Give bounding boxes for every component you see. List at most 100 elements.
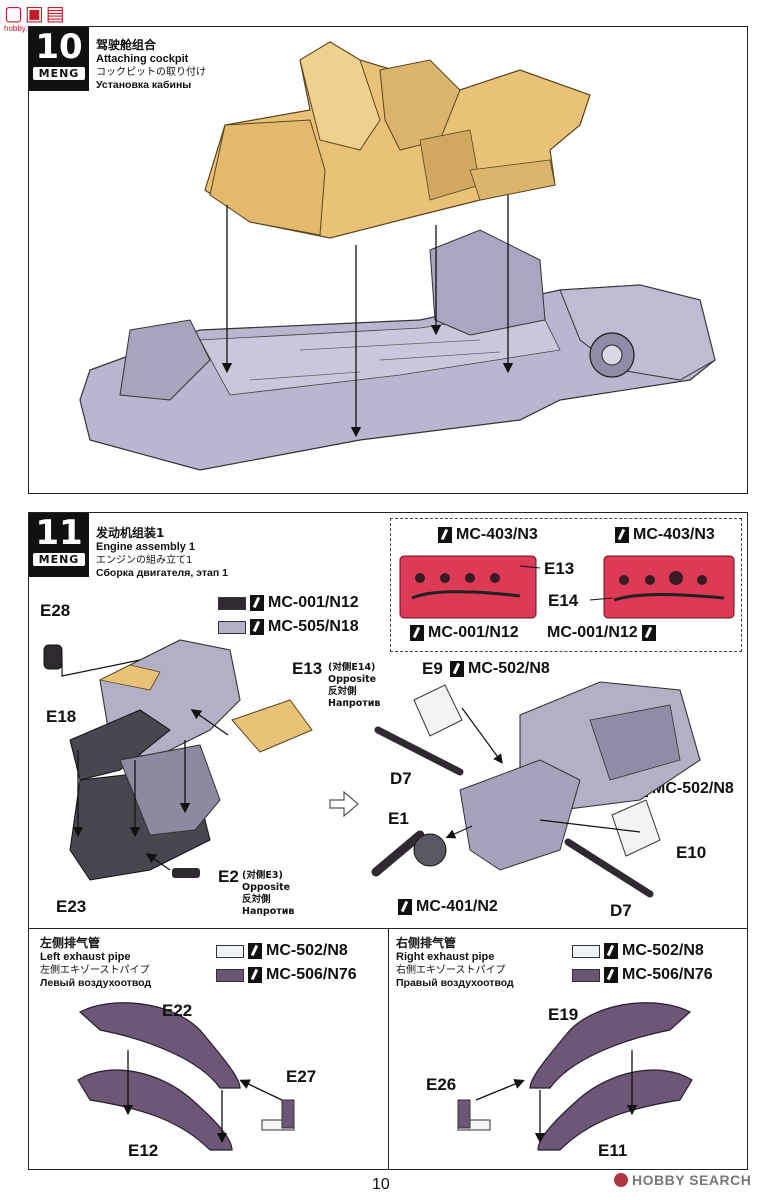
right-exhaust-title-ru: Правый воздухоотвод bbox=[396, 977, 514, 989]
hobby-search-logo-icon bbox=[614, 1173, 628, 1187]
brush-icon bbox=[450, 661, 464, 677]
paint-swatch bbox=[216, 968, 244, 982]
paint-swatch bbox=[216, 944, 244, 958]
part-label-e11: E11 bbox=[598, 1141, 628, 1160]
paint-code: MC-502/N8 bbox=[622, 942, 704, 959]
step11-brand: MENG bbox=[33, 553, 85, 566]
brush-icon bbox=[438, 527, 452, 543]
part-label-e18: E18 bbox=[46, 707, 77, 726]
part-label-e9: E9 bbox=[422, 659, 443, 678]
page-number: 10 bbox=[372, 1176, 390, 1193]
right-exhaust-paint-2: MC-506/N76 bbox=[572, 966, 713, 984]
step10-title-ru: Установка кабины bbox=[96, 79, 192, 91]
inset-left-bottom-paint: MC-001/N12 bbox=[410, 624, 519, 642]
left-exhaust-paint-1: MC-502/N8 bbox=[216, 942, 348, 960]
brush-icon bbox=[250, 595, 264, 611]
paint-legend-1: MC-001/N12 bbox=[218, 594, 359, 612]
step11-title-en: Engine assembly 1 bbox=[96, 541, 196, 553]
hobby-search-text: HOBBY SEARCH bbox=[632, 1172, 752, 1188]
paint-swatch bbox=[218, 596, 246, 610]
part-label-e23: E23 bbox=[56, 897, 87, 916]
part-label-e13-inset: E13 bbox=[544, 559, 575, 578]
brush-icon bbox=[604, 967, 618, 983]
left-exhaust-title-cn: 左侧排气管 bbox=[40, 936, 101, 950]
part-label-e19: E19 bbox=[548, 1005, 579, 1024]
part-label-e2: E2 bbox=[218, 867, 239, 886]
paint-code: MC-502/N8 bbox=[652, 780, 734, 797]
left-exhaust-title-ru: Левый воздухоотвод bbox=[40, 977, 152, 989]
part-label-e1: E1 bbox=[388, 809, 409, 828]
brush-icon bbox=[248, 943, 262, 959]
brush-icon bbox=[641, 625, 656, 641]
part-label-e12: E12 bbox=[128, 1141, 159, 1160]
brush-icon bbox=[410, 625, 424, 641]
right-exhaust-title-jp: 右側エキゾーストパイプ bbox=[396, 965, 506, 976]
paint-code: MC-506/N76 bbox=[622, 966, 713, 983]
paint-code: MC-403/N3 bbox=[633, 526, 715, 543]
left-exhaust-title: 左侧排气管 Left exhaust pipe 左側エキゾーストパイプ Левы… bbox=[40, 936, 151, 990]
paint-code: MC-001/N12 bbox=[547, 624, 638, 641]
paint-swatch bbox=[572, 968, 600, 982]
step10-panel bbox=[28, 26, 748, 494]
step10-number: 10 bbox=[35, 27, 83, 67]
step11-number: 11 bbox=[35, 513, 83, 553]
e13-note-ru: Напротив bbox=[328, 698, 381, 709]
right-exhaust-title-en: Right exhaust pipe bbox=[396, 951, 495, 963]
brush-icon bbox=[615, 527, 629, 543]
part-label-e22: E22 bbox=[162, 1001, 193, 1020]
e2-note-jp: 反対側 bbox=[242, 894, 271, 905]
left-exhaust-title-jp: 左側エキゾーストパイプ bbox=[40, 965, 150, 976]
step10-brand: MENG bbox=[33, 67, 85, 80]
brush-icon bbox=[604, 943, 618, 959]
part-label-e28: E28 bbox=[40, 601, 71, 620]
e13-note-cn: (对侧E14) bbox=[328, 662, 376, 673]
part-label-d7-left: D7 bbox=[390, 769, 412, 788]
step10-title-en: Attaching cockpit bbox=[96, 53, 189, 65]
paint-code: MC-001/N12 bbox=[428, 624, 519, 641]
e1-paint: MC-401/N2 bbox=[398, 898, 498, 916]
step11-title: 发动机组装1 Engine assembly 1 エンジンの組み立て1 Сбор… bbox=[96, 526, 228, 580]
paint-code: MC-502/N8 bbox=[468, 660, 550, 677]
exhaust-divider-v bbox=[388, 928, 389, 1170]
e2-note-ru: Напротив bbox=[242, 906, 295, 917]
e13-note-jp: 反対側 bbox=[328, 686, 357, 697]
e2-note: (对侧E3) Opposite 反対側 Напротив bbox=[242, 870, 294, 918]
part-label-e10: E10 bbox=[676, 843, 707, 862]
part-label-e26: E26 bbox=[426, 1075, 457, 1094]
brush-icon bbox=[250, 619, 264, 635]
step10-title-cn: 驾驶舱组合 bbox=[96, 38, 157, 52]
inset-box bbox=[390, 518, 742, 652]
paint-code: MC-401/N2 bbox=[416, 898, 498, 915]
part-label-e27: E27 bbox=[286, 1067, 317, 1086]
step11-title-ru: Сборка двигателя, этап 1 bbox=[96, 567, 228, 579]
paint-swatch bbox=[572, 944, 600, 958]
brush-icon bbox=[398, 899, 412, 915]
paint-code: MC-001/N12 bbox=[268, 594, 359, 611]
left-exhaust-paint-2: MC-506/N76 bbox=[216, 966, 357, 984]
e13-note: (对侧E14) Opposite 反対側 Напротив bbox=[328, 662, 380, 710]
part-label-d7-right: D7 bbox=[610, 901, 632, 920]
e2-note-en: Opposite bbox=[242, 882, 291, 893]
right-exhaust-title-cn: 右侧排气管 bbox=[396, 936, 457, 950]
step11-title-jp: エンジンの組み立て1 bbox=[96, 555, 193, 566]
paint-code: MC-506/N76 bbox=[266, 966, 357, 983]
e9-paint: MC-502/N8 bbox=[450, 660, 550, 678]
e13-note-en: Opposite bbox=[328, 674, 377, 685]
part-label-e14-inset: E14 bbox=[548, 591, 579, 610]
inset-left-top-paint: MC-403/N3 bbox=[438, 526, 538, 544]
step10-title-jp: コックピットの取り付け bbox=[96, 67, 206, 78]
step10-title: 驾驶舱组合 Attaching cockpit コックピットの取り付け Уста… bbox=[96, 38, 206, 92]
part-label-e13: E13 bbox=[292, 659, 323, 678]
step11-title-cn: 发动机组装1 bbox=[96, 526, 165, 540]
hobby-search-watermark: HOBBY SEARCH bbox=[614, 1172, 751, 1188]
paint-code: MC-505/N18 bbox=[268, 618, 359, 635]
right-exhaust-title: 右侧排气管 Right exhaust pipe 右側エキゾーストパイプ Пра… bbox=[396, 936, 514, 990]
brush-icon bbox=[248, 967, 262, 983]
inset-right-bottom-paint: MC-001/N12 bbox=[547, 624, 656, 642]
left-exhaust-title-en: Left exhaust pipe bbox=[40, 951, 131, 963]
inset-right-top-paint: MC-403/N3 bbox=[615, 526, 715, 544]
e2-note-cn: (对侧E3) bbox=[242, 870, 283, 881]
brush-icon bbox=[634, 781, 648, 797]
paint-swatch bbox=[218, 620, 246, 634]
right-exhaust-paint-1: MC-502/N8 bbox=[572, 942, 704, 960]
